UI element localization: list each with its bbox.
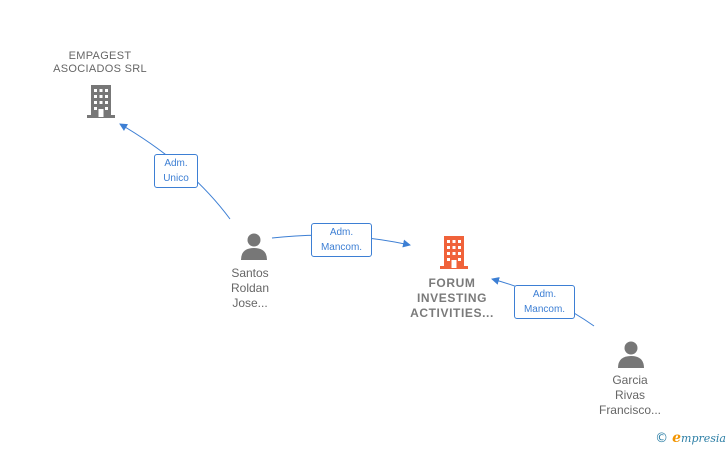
node-santos-line1: Santos (231, 266, 269, 280)
brand-watermark: © e mpresia (655, 429, 726, 447)
building-icon[interactable] (85, 85, 117, 119)
node-garcia-line3: Francisco... (598, 403, 661, 417)
node-forum-line2: INVESTING (416, 291, 488, 305)
node-santos-line3: Jose... (232, 296, 268, 310)
person-icon[interactable] (240, 232, 268, 260)
edge-label-santos-forum[interactable]: Adm. Mancom. (311, 223, 372, 257)
brand-name: mpresia (681, 431, 726, 445)
node-garcia-line2: Rivas (614, 388, 645, 402)
edge-label-line2: Mancom. (523, 304, 566, 315)
node-empagest-line2: ASOCIADOS SRL (53, 63, 147, 75)
building-icon-highlighted[interactable] (438, 236, 470, 270)
copyright-icon: © (655, 430, 669, 446)
node-forum-line1: FORUM (428, 276, 476, 290)
node-forum-label[interactable]: FORUM INVESTING ACTIVITIES... (392, 276, 512, 321)
node-empagest-label[interactable]: EMPAGEST ASOCIADOS SRL (40, 50, 160, 76)
edge-label-line2: Unico (163, 173, 189, 184)
edge-label-line1: Adm. (532, 289, 557, 300)
person-icon[interactable] (617, 340, 645, 368)
edge-label-line2: Mancom. (320, 242, 363, 253)
edge-label-santos-empagest[interactable]: Adm. Unico (154, 154, 198, 188)
brand-logo-e: e (672, 430, 682, 446)
edge-label-garcia-forum[interactable]: Adm. Mancom. (514, 285, 575, 319)
edge-label-line1: Adm. (164, 158, 188, 169)
node-forum-line3: ACTIVITIES... (410, 306, 494, 320)
node-empagest-line1: EMPAGEST (68, 50, 132, 62)
node-garcia-label[interactable]: Garcia Rivas Francisco... (585, 373, 675, 418)
node-santos-label[interactable]: Santos Roldan Jose... (210, 266, 290, 311)
edge-label-line1: Adm. (329, 227, 354, 238)
node-garcia-line1: Garcia (612, 373, 648, 387)
node-santos-line2: Roldan (230, 281, 270, 295)
